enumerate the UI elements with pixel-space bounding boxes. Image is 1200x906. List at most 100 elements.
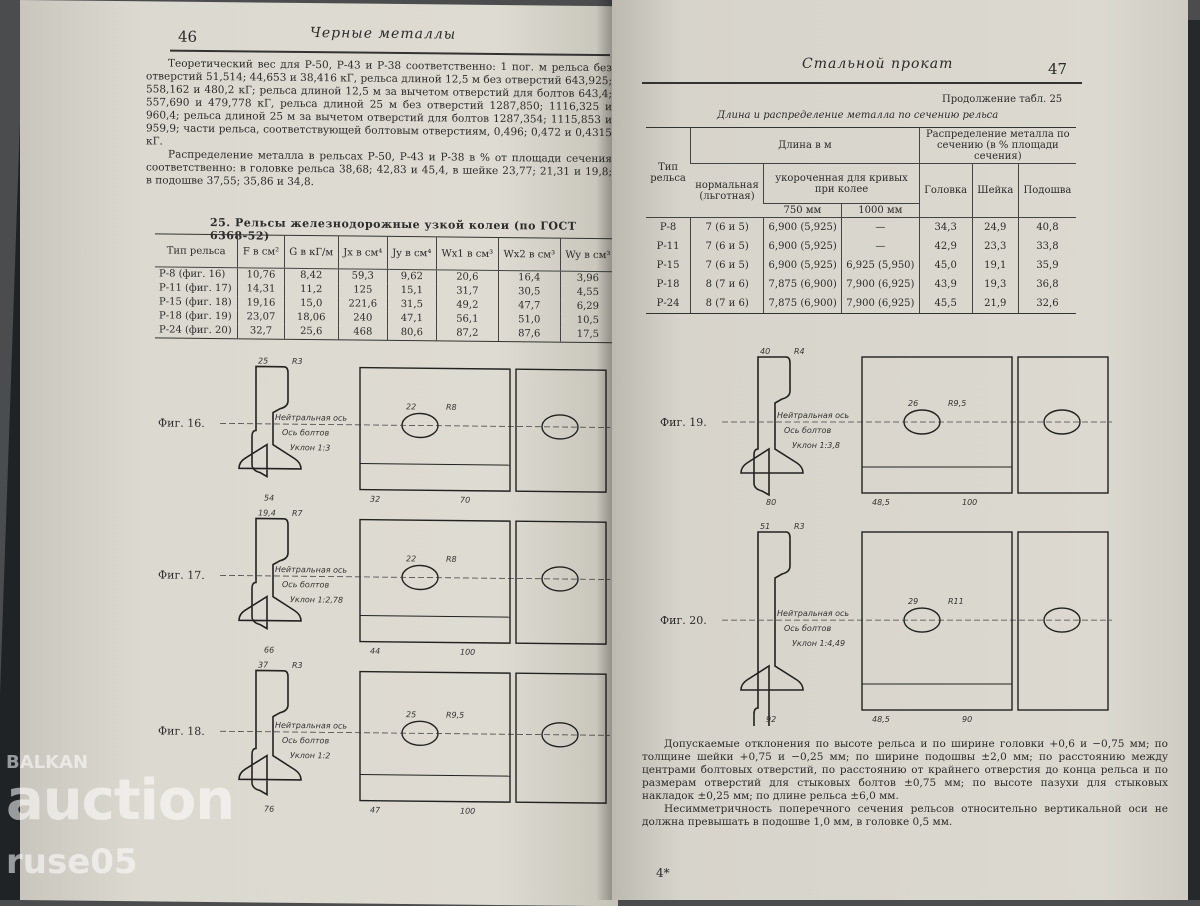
joint-bar-plate [1017, 356, 1109, 494]
neutral-axis-label: Нейтральная ось [275, 565, 347, 575]
column-header: Шейка [971, 163, 1019, 218]
dimension-label: 51 [760, 522, 770, 531]
dimension-label: 22 [406, 402, 416, 411]
figure-label: Фиг. 20. [660, 614, 707, 628]
bolt-hole [1043, 607, 1081, 633]
table-cell: 16,4 [498, 270, 561, 286]
watermark-logo: auction [6, 768, 235, 833]
table-cell: 7 (6 и 5) [690, 237, 764, 256]
neutral-axis-line [220, 574, 610, 580]
page-number: 47 [1048, 60, 1068, 78]
column-header: нормальная (льготная) [690, 163, 764, 218]
joint-bar-plate [515, 520, 607, 645]
table-cell: 32,6 [1017, 294, 1076, 313]
dimension-label: 100 [460, 648, 475, 657]
dimension-label: 47 [370, 806, 381, 815]
table-caption: Длина и распределение металла по сечению… [717, 110, 999, 121]
table-cell: 45,5 [918, 294, 973, 313]
table-cell: 36,8 [1017, 275, 1076, 294]
dimension-label: 25 [406, 710, 416, 719]
column-header: Подошва [1017, 163, 1076, 218]
table-cell: 87,2 [436, 326, 499, 342]
table-cell: 23,3 [971, 237, 1019, 256]
table-cell: Р-8 (фиг. 16) [159, 268, 226, 281]
column-header: 1000 мм [841, 203, 920, 218]
dimension-label: R8 [446, 403, 457, 412]
bolt-hole [1043, 409, 1081, 435]
neutral-axis-line [220, 730, 610, 736]
table-cell: Р-15 (фиг. 18) [159, 296, 232, 309]
table-cell: 24,9 [971, 217, 1019, 237]
dimension-label: 26 [908, 399, 918, 408]
dimension-label: 92 [766, 715, 776, 724]
dimension-label: 32 [370, 495, 380, 504]
rail-cross-section [238, 365, 302, 478]
column-header: Распределение металла по сечению (в % пл… [918, 128, 1076, 164]
dimension-label: 40 [760, 347, 770, 356]
bolt-axis-label: Ось болтов [282, 428, 329, 437]
neutral-axis-line [220, 422, 610, 428]
bolt-hole [401, 720, 439, 747]
dimension-label: R9,5 [446, 711, 464, 720]
neutral-axis-label: Нейтральная ось [275, 413, 347, 423]
dimension-label: 29 [908, 597, 918, 606]
dimension-label: R7 [292, 509, 304, 518]
table-cell: 30,5 [498, 285, 561, 300]
table-cell: — [841, 237, 920, 256]
table-cell: 32,7 [237, 324, 285, 339]
dimension-label: 54 [264, 494, 274, 503]
table-cell: 42,9 [918, 237, 973, 256]
dimension-label: 100 [962, 498, 977, 507]
column-header: 750 мм [763, 203, 842, 218]
table-cell: 7,900 (6,925) [841, 275, 920, 294]
dimension-label: 25 [258, 356, 268, 365]
table-cell: 7 (6 и 5) [690, 217, 764, 237]
joint-bar-plate [861, 531, 1013, 711]
table-cell: 80,6 [387, 325, 437, 341]
table-cell: 56,1 [436, 312, 499, 328]
column-header: Головка [918, 163, 973, 218]
table-cell: 21,9 [971, 294, 1019, 313]
table-cell: 7 (6 и 5) [690, 256, 764, 275]
dimension-label: 66 [264, 646, 274, 655]
neutral-axis-label: Нейтральная ось [777, 411, 849, 420]
table-cell: 40,8 [1017, 217, 1076, 237]
dimension-label: 48,5 [872, 715, 890, 724]
slope-label: Уклон 1:3,8 [792, 441, 840, 450]
table-cell: 19,16 [237, 296, 285, 311]
table-cell: 7,875 (6,900) [763, 294, 842, 313]
table-cell: 8 (7 и 6) [690, 275, 764, 294]
table-cell: 31,7 [436, 284, 499, 300]
table-cell: 43,9 [918, 275, 973, 294]
column-header: G в кГ/м [284, 235, 339, 269]
table-cell: 23,07 [237, 310, 285, 325]
figure-label: Фиг. 17. [158, 568, 205, 583]
table-cell: 7,900 (6,925) [841, 294, 920, 313]
bolt-hole [541, 722, 579, 748]
table-cell: 15,0 [284, 296, 339, 312]
bolt-hole [541, 566, 579, 592]
table-cell: 125 [338, 283, 388, 298]
table-cell: 9,62 [387, 269, 437, 285]
joint-bar-plate [359, 670, 511, 803]
dimension-label: 80 [766, 498, 776, 507]
table-cell: Р-8 [659, 222, 677, 233]
table-cell: Р-11 (фиг. 17) [159, 282, 232, 295]
right-page: Стальной прокат 47 Продолжение табл. 25 … [612, 0, 1188, 900]
table-cell: — [841, 217, 920, 237]
page-number: 46 [178, 27, 198, 46]
dimension-label: 19,4 [258, 508, 276, 517]
table-cell: 18,06 [284, 310, 339, 326]
joint-bar-plate [515, 368, 607, 493]
continuation-note: Продолжение табл. 25 [942, 94, 1063, 105]
figure-label: Фиг. 16. [158, 416, 205, 431]
table-cell: 468 [338, 325, 388, 340]
column-header: Тип рельса [646, 128, 691, 218]
